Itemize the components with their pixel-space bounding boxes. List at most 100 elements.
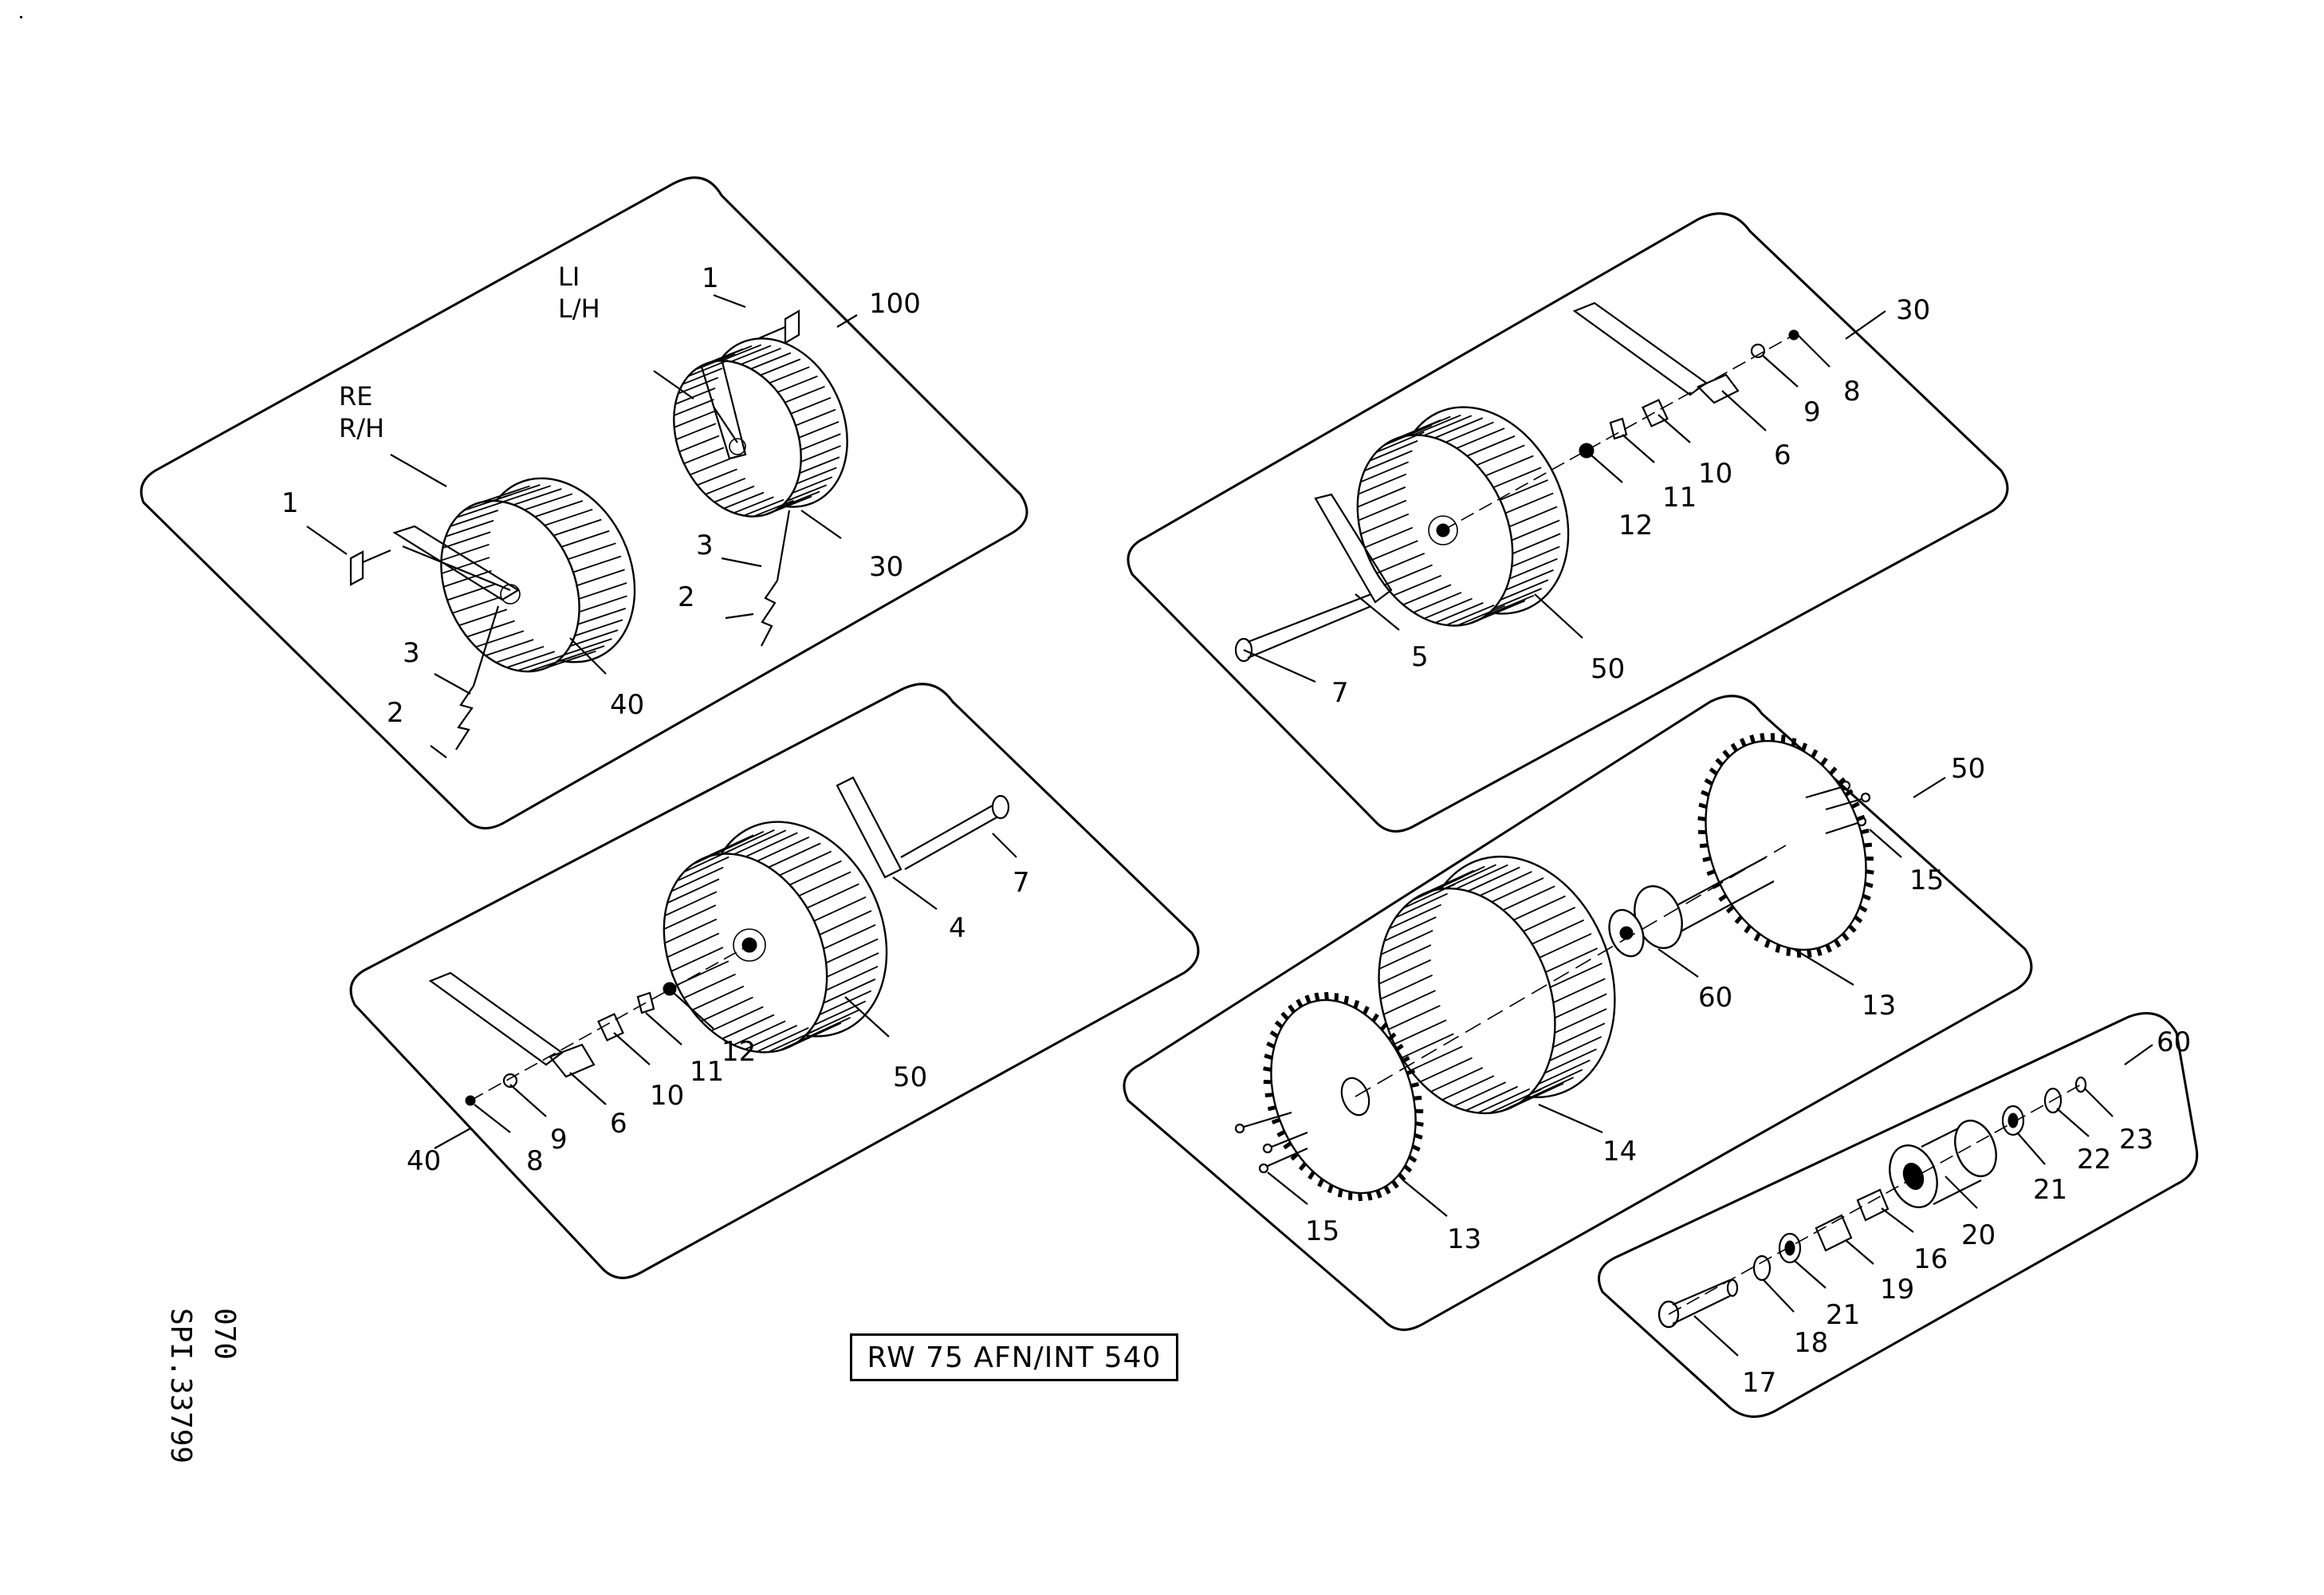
p30-wheel xyxy=(1356,406,1570,627)
p60-part-19 xyxy=(1815,1214,1853,1252)
lh-label-li: LI xyxy=(558,262,580,292)
callout-60-p50: 60 xyxy=(1698,982,1732,1014)
callout-5: 5 xyxy=(1411,641,1429,673)
callout-17: 17 xyxy=(1742,1367,1776,1399)
model-label-box: RW 75 AFN/INT 540 xyxy=(850,1333,1178,1381)
callout-9: 9 xyxy=(1803,396,1821,428)
lh-wheel xyxy=(673,337,848,518)
callout-22: 22 xyxy=(2077,1144,2111,1176)
p40-part-11 xyxy=(636,991,655,1014)
rh-label-rh: R/H xyxy=(339,413,384,443)
callout-6-p40: 6 xyxy=(610,1108,627,1140)
p30-plate xyxy=(1314,493,1393,604)
callout-3-rh: 3 xyxy=(403,637,420,669)
panel-40-outline xyxy=(349,683,1200,1279)
p40-arm xyxy=(428,971,564,1066)
panel-100: 100 RE R/H LI L/H 1 3 2 40 1 3 2 30 xyxy=(140,176,1028,829)
panel-60: 60 23 22 21 20 16 19 21 18 17 xyxy=(1598,1012,2199,1418)
callout-18: 18 xyxy=(1794,1327,1828,1359)
panel-60-number: 60 xyxy=(2157,1026,2191,1058)
rh-bracket xyxy=(349,550,364,586)
ref-line2: 070 xyxy=(208,1308,241,1360)
rh-spring xyxy=(455,605,500,750)
callout-50: 50 xyxy=(1591,653,1625,685)
p30-pin-head xyxy=(1234,637,1253,663)
callout-50-p40: 50 xyxy=(893,1061,927,1093)
callout-30: 30 xyxy=(869,551,903,583)
callout-10-p40: 10 xyxy=(650,1080,684,1112)
panel-30-number: 30 xyxy=(1896,294,1930,326)
p40-pin-head xyxy=(991,794,1010,820)
p50-hub xyxy=(1608,857,1775,958)
lh-spring xyxy=(761,510,791,647)
p50-screws-rear xyxy=(1805,780,1871,835)
panel-50: 50 15 13 60 14 15 13 xyxy=(1123,695,2033,1331)
p30-part-12 xyxy=(1579,443,1595,459)
callout-15-front: 15 xyxy=(1305,1215,1339,1247)
p40-part-10 xyxy=(597,1013,624,1042)
p60-part-20 xyxy=(1889,1119,1997,1208)
p30-part-9 xyxy=(1750,343,1766,359)
lh-bracket xyxy=(784,309,800,345)
panel-100-outline xyxy=(140,176,1028,829)
callout-7-p40: 7 xyxy=(1013,867,1030,899)
panel-40: 7 4 50 12 11 10 6 9 8 40 xyxy=(349,683,1200,1279)
p50-disc-front xyxy=(1263,991,1424,1202)
p50-screws-front xyxy=(1234,1111,1308,1174)
callout-9-p40: 9 xyxy=(550,1124,568,1156)
p40-wheel xyxy=(663,821,888,1053)
p50-wheel xyxy=(1378,855,1616,1115)
callout-3-lh: 3 xyxy=(696,530,714,561)
callout-23: 23 xyxy=(2119,1124,2153,1156)
p60-part-22 xyxy=(2043,1087,2063,1114)
rh-label-re: RE xyxy=(339,381,372,412)
callout-1-lh: 1 xyxy=(702,262,719,294)
p30-part-11 xyxy=(1609,417,1628,440)
lh-label-lh: L/H xyxy=(558,293,600,324)
callout-8-p40: 8 xyxy=(526,1145,544,1177)
callout-12-p40: 12 xyxy=(722,1036,756,1068)
panel-50-number: 50 xyxy=(1951,753,1985,785)
callout-21-right: 21 xyxy=(2033,1174,2067,1206)
p30-arm xyxy=(1572,301,1708,396)
panel-30: 30 8 9 6 10 11 12 7 5 50 xyxy=(1127,212,2009,833)
callout-16: 16 xyxy=(1913,1243,1948,1275)
callout-21-left: 21 xyxy=(1826,1299,1860,1331)
p60-part-23 xyxy=(2074,1076,2087,1093)
callout-13-front: 13 xyxy=(1447,1223,1481,1255)
panel-40-number: 40 xyxy=(407,1145,441,1177)
callout-15-rear: 15 xyxy=(1909,864,1944,896)
callout-4: 4 xyxy=(949,912,966,944)
panel-30-outline xyxy=(1127,212,2009,833)
p60-part-21b xyxy=(2001,1105,2025,1136)
callout-12: 12 xyxy=(1618,510,1653,542)
panel-100-number: 100 xyxy=(869,288,921,320)
panel-60-outline xyxy=(1598,1012,2199,1418)
callout-2-rh: 2 xyxy=(387,697,404,729)
callout-8: 8 xyxy=(1843,376,1861,408)
panel-50-outline xyxy=(1123,695,2033,1331)
p60-part-21a xyxy=(1778,1232,1802,1264)
p40-part-9 xyxy=(502,1073,518,1089)
callout-20: 20 xyxy=(1961,1219,1996,1251)
callout-14: 14 xyxy=(1602,1136,1637,1168)
callout-19: 19 xyxy=(1880,1274,1914,1306)
callout-7: 7 xyxy=(1331,677,1349,709)
callout-6: 6 xyxy=(1774,439,1791,471)
p60-part-18 xyxy=(1752,1254,1772,1282)
p40-plate xyxy=(836,776,902,879)
callout-1-rh: 1 xyxy=(281,487,299,519)
callout-2-lh: 2 xyxy=(678,581,695,613)
drawing-reference: SPI.33799 070 xyxy=(164,1308,241,1463)
callout-40: 40 xyxy=(610,689,644,721)
callout-10: 10 xyxy=(1698,458,1732,490)
callout-11: 11 xyxy=(1662,482,1697,514)
callout-13-rear: 13 xyxy=(1862,990,1896,1022)
ref-line1: SPI.33799 xyxy=(164,1308,197,1463)
corner-dot xyxy=(20,16,22,18)
callout-11-p40: 11 xyxy=(690,1056,724,1088)
rh-wheel xyxy=(392,477,636,673)
p60-part-16 xyxy=(1856,1188,1889,1222)
p30-part-10 xyxy=(1642,399,1669,427)
